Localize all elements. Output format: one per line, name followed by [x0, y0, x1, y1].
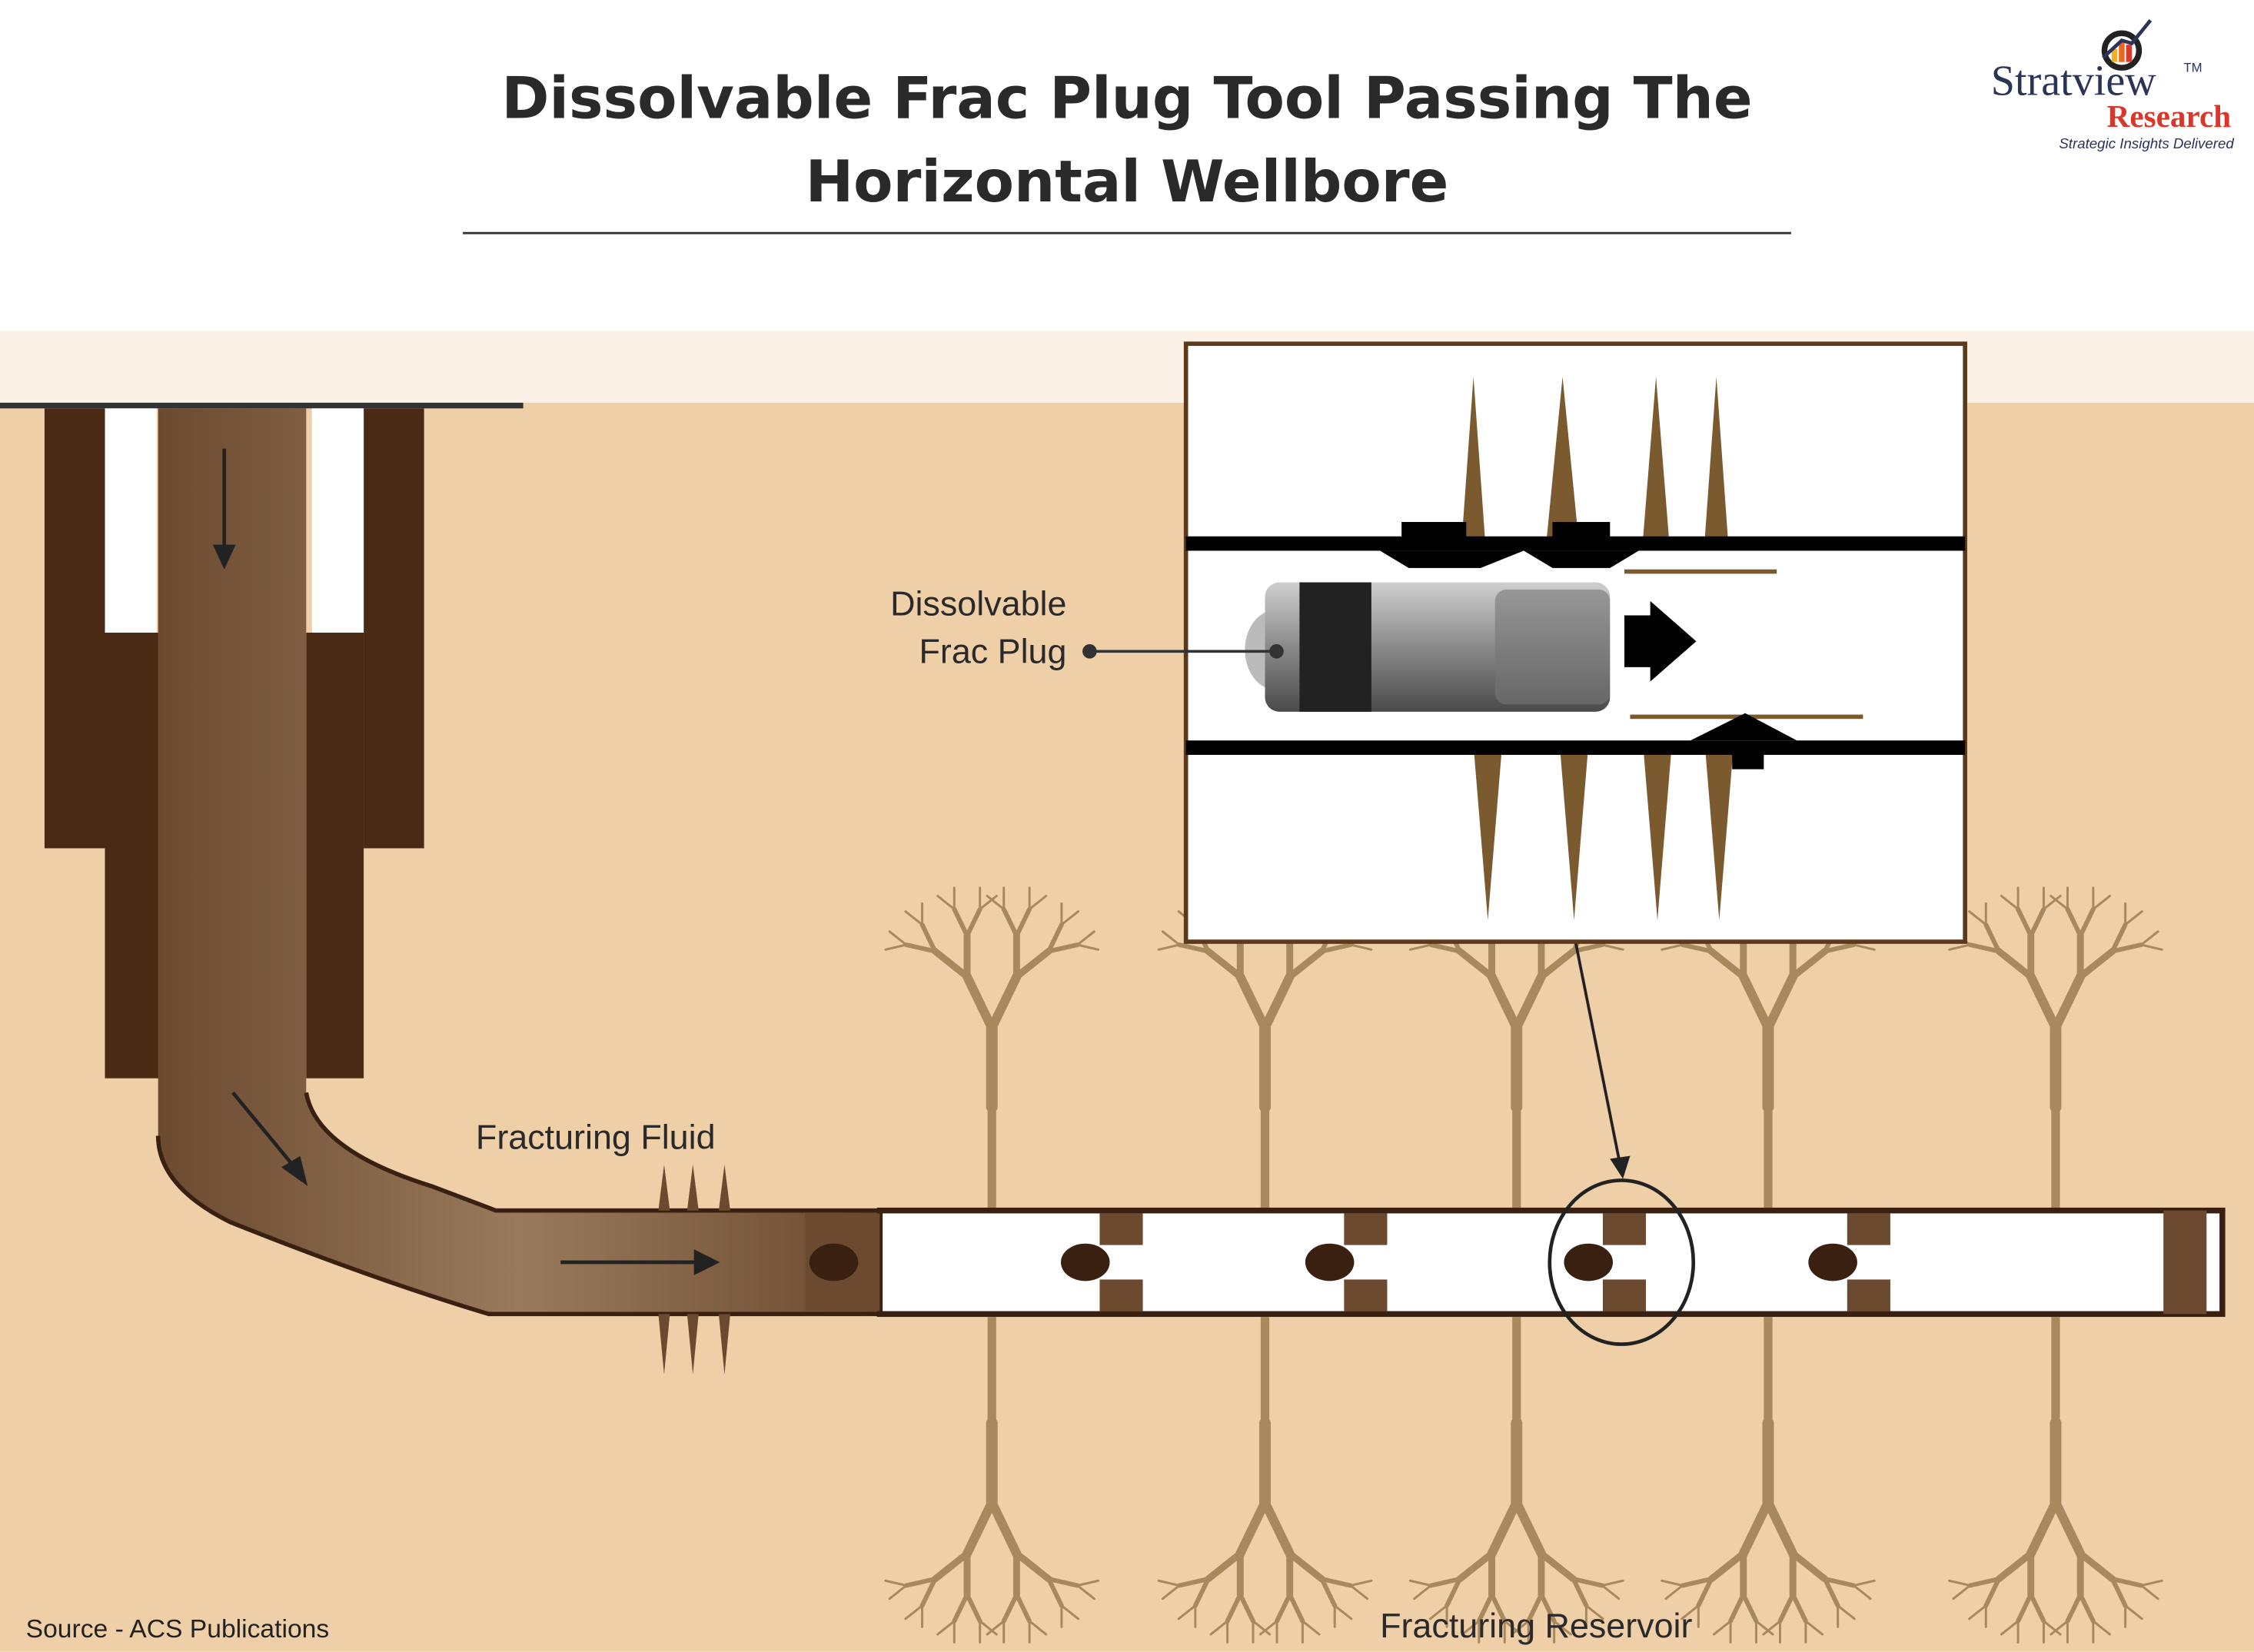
frac-plug-stages [805, 1213, 1890, 1311]
svg-text:Strategic Insights Delivered: Strategic Insights Delivered [2059, 135, 2234, 151]
frac-plug [1808, 1213, 1890, 1311]
fracture-tree-down [884, 1317, 1100, 1644]
fracturing-reservoir-label: Fracturing Reservoir [1380, 1606, 1692, 1645]
plug-label-line-1: Dissolvable [890, 584, 1066, 623]
frac-plug [1060, 1213, 1143, 1311]
title-line-1: Dissolvable Frac Plug Tool Passing The [501, 65, 1752, 132]
frac-plug [1564, 1213, 1647, 1311]
fracture-tree-down [1157, 1317, 1373, 1644]
flow-arrow-icon [212, 448, 720, 1275]
fracture-network [884, 886, 2163, 1644]
svg-text:Stratview: Stratview [1991, 58, 2156, 105]
fracture-tree-down [1661, 1317, 1876, 1644]
fracture-tree-down [1408, 1317, 1624, 1644]
fracture-tree-down [1948, 1317, 2163, 1644]
zoom-inset [1183, 341, 1967, 944]
plug-label-line-2: Frac Plug [919, 631, 1066, 670]
frac-plug [1305, 1213, 1388, 1311]
stratview-logo: Stratview TM Research Strategic Insights… [1991, 18, 2234, 151]
source-label: Source - ACS Publications [26, 1615, 330, 1644]
fracture-tree-up [884, 886, 1100, 1208]
svg-text:TM: TM [2183, 61, 2202, 75]
pointer-arrow-icon [1610, 1155, 1631, 1179]
perforation-spikes [658, 1164, 730, 1374]
trend-arrow-icon [2102, 18, 2153, 59]
title-line-2: Horizontal Wellbore [806, 148, 1449, 215]
fracture-tree-up [1948, 886, 2163, 1208]
direction-arrow-icon [1624, 600, 1697, 682]
highlight-circle [1548, 1178, 1696, 1346]
svg-text:Research: Research [2107, 98, 2232, 134]
wellhead-casing [44, 408, 424, 1079]
fracturing-fluid-label: Fracturing Fluid [476, 1117, 716, 1156]
magnifier-icon [2101, 30, 2143, 71]
frac-plug-tool [1245, 582, 1611, 712]
frac-plug [805, 1213, 880, 1311]
